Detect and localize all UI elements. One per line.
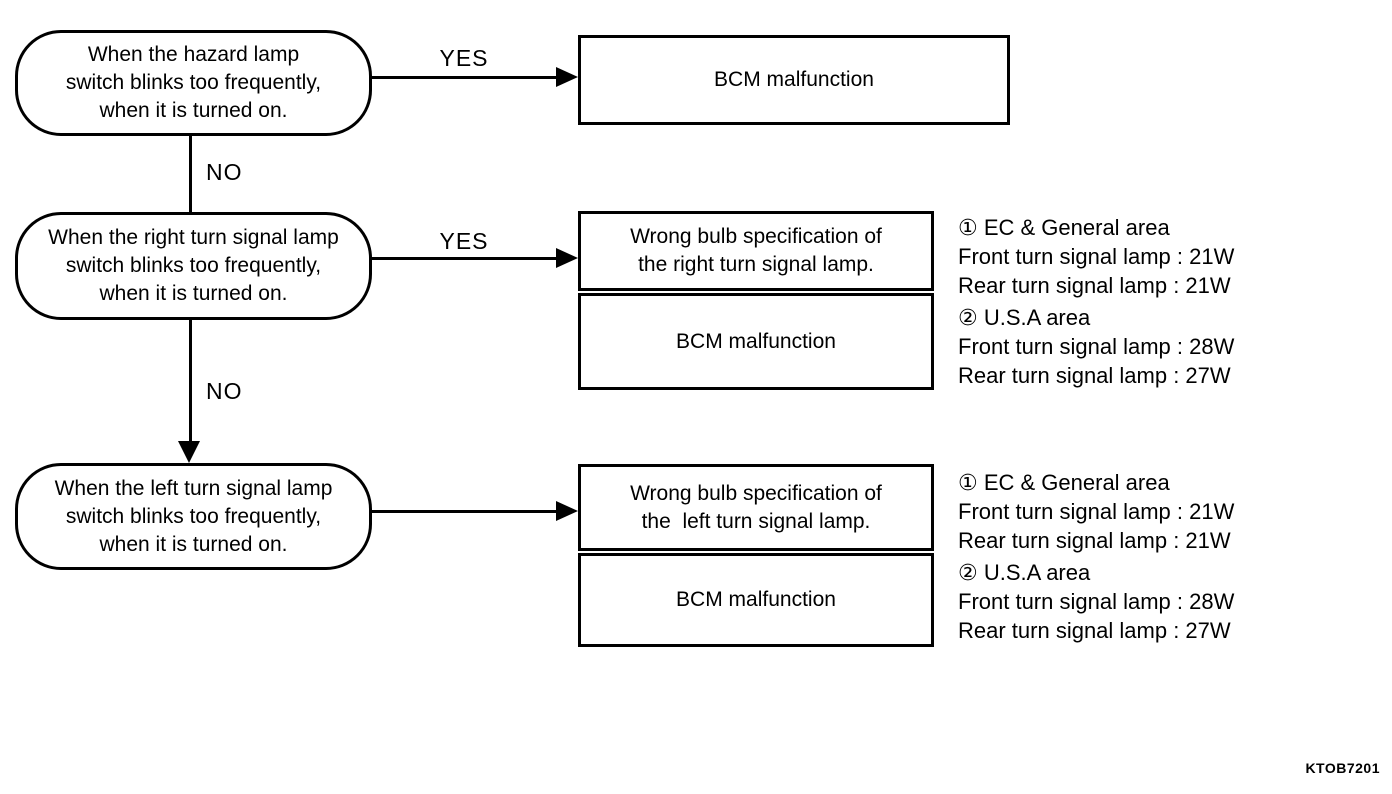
no-label-hazard: NO: [206, 159, 243, 185]
figure-code: KTOB7201: [1305, 760, 1380, 776]
arrow-right-turn-yes-line: [371, 257, 558, 260]
notes-right-turn: ① EC & General area Front turn signal la…: [958, 213, 1288, 390]
result-node-bcm-malfunction-3: BCM malfunction: [578, 553, 934, 647]
result-text: BCM malfunction: [676, 329, 836, 353]
condition-text-line: switch blinks too frequently,: [65, 504, 322, 528]
result-text-line: Wrong bulb specification of: [630, 225, 882, 248]
note-line: Rear turn signal lamp : 27W: [958, 618, 1231, 643]
arrow-left-turn-line: [371, 510, 558, 513]
result-text-line: Wrong bulb specification of: [630, 481, 882, 505]
condition-text-line: when it is turned on.: [99, 532, 288, 556]
condition-node-right-turn: When the right turn signal lamp switch b…: [15, 212, 372, 320]
yes-label-right-turn: YES: [439, 228, 489, 254]
condition-node-hazard: When the hazard lamp switch blinks too f…: [15, 30, 372, 136]
arrow-right-turn-yes-head-icon: [556, 248, 578, 268]
note-line: ① EC & General area: [958, 215, 1170, 240]
result-node-wrong-bulb-left: Wrong bulb specification of the left tur…: [578, 464, 934, 551]
no-label-right-turn: NO: [206, 378, 243, 404]
connector-right-turn-no-line: [189, 320, 192, 442]
yes-label-hazard: YES: [439, 45, 489, 71]
note-line: Front turn signal lamp : 28W: [958, 589, 1235, 614]
note-line: ② U.S.A area: [958, 560, 1091, 585]
result-node-bcm-malfunction-2: BCM malfunction: [578, 293, 934, 390]
note-line: Front turn signal lamp : 21W: [958, 499, 1235, 524]
connector-right-turn-no-head-icon: [178, 441, 200, 463]
condition-text-line: When the left turn signal lamp: [54, 476, 333, 500]
note-line: Rear turn signal lamp : 21W: [958, 273, 1231, 298]
notes-left-turn: ① EC & General area Front turn signal la…: [958, 468, 1288, 645]
condition-text-line: when it is turned on.: [99, 99, 288, 122]
note-line: Rear turn signal lamp : 21W: [958, 528, 1231, 553]
condition-node-left-turn: When the left turn signal lamp switch bl…: [15, 463, 372, 570]
condition-text-line: switch blinks too frequently,: [65, 254, 322, 277]
note-line: ② U.S.A area: [958, 305, 1091, 330]
note-line: Front turn signal lamp : 28W: [958, 334, 1235, 359]
note-line: Rear turn signal lamp : 27W: [958, 363, 1231, 388]
result-text: BCM malfunction: [714, 68, 874, 91]
arrow-left-turn-head-icon: [556, 501, 578, 521]
result-node-wrong-bulb-right: Wrong bulb specification of the right tu…: [578, 211, 934, 291]
connector-hazard-no-line: [189, 136, 192, 212]
result-text: BCM malfunction: [676, 588, 836, 611]
note-line: Front turn signal lamp : 21W: [958, 244, 1235, 269]
arrow-hazard-yes-line: [371, 76, 558, 79]
arrow-hazard-yes-head-icon: [556, 67, 578, 87]
result-node-bcm-malfunction-1: BCM malfunction: [578, 35, 1010, 125]
condition-text-line: When the right turn signal lamp: [48, 226, 339, 249]
condition-text-line: when it is turned on.: [99, 282, 288, 305]
condition-text-line: When the hazard lamp: [87, 43, 300, 66]
note-line: ① EC & General area: [958, 470, 1170, 495]
condition-text-line: switch blinks too frequently,: [65, 71, 322, 94]
result-text-line: the left turn signal lamp.: [641, 509, 871, 533]
result-text-line: the right turn signal lamp.: [638, 253, 874, 276]
